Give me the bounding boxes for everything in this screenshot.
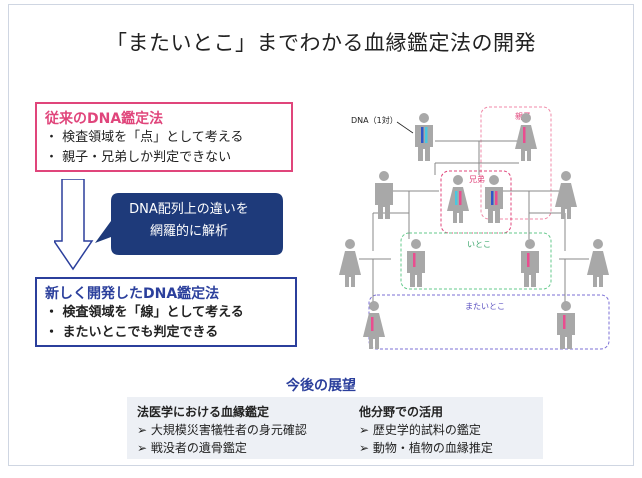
cousins-group	[400, 232, 552, 290]
future-heading: 今後の展望	[286, 378, 356, 394]
callout-bubble	[95, 193, 283, 255]
forensic-item: ➢ 大規模災害犠牲者の身元確認	[137, 423, 307, 437]
person-icon	[521, 239, 539, 287]
new-method-heading: 新しく開発したDNA鑑定法	[45, 286, 220, 302]
new-method-box: 新しく開発したDNA鑑定法 ・ 検査領域を「線」として考える ・ またいとこでも…	[35, 277, 297, 347]
parent-child-group	[480, 106, 552, 220]
dna-pointer	[396, 121, 414, 134]
other-fields-heading: 他分野での活用	[359, 405, 444, 419]
person-icon	[555, 171, 577, 219]
other-fields-item: ➢ 歴史学的試料の鑑定	[359, 423, 481, 437]
person-icon	[447, 175, 469, 223]
person-icon	[415, 113, 433, 161]
down-arrow-icon	[54, 179, 94, 271]
other-fields-column: 他分野での活用 ➢ 歴史学的試料の鑑定 ➢ 動物・植物の血縁推定	[359, 403, 493, 457]
person-icon	[515, 113, 537, 161]
dna-label: DNA（1対）	[351, 115, 398, 125]
person-icon	[375, 171, 393, 219]
forensic-item: ➢ 戦没者の遺骨鑑定	[137, 441, 247, 455]
new-method-item: ・ 検査領域を「線」として考える	[45, 305, 244, 320]
old-method-box: 従来のDNA鑑定法 ・ 検査領域を「点」として考える ・ 親子・兄弟しか判定でき…	[35, 102, 293, 172]
forensic-column: 法医学における血縁鑑定 ➢ 大規模災害犠牲者の身元確認 ➢ 戦没者の遺骨鑑定	[137, 403, 307, 457]
cousins-label: いとこ	[467, 240, 491, 249]
person-icon	[407, 239, 425, 287]
tree-lines	[359, 140, 589, 311]
page-title: 「またいとこ」までわかる血縁鑑定法の開発	[106, 31, 536, 55]
person-icon	[363, 301, 385, 349]
slide: 「またいとこ」までわかる血縁鑑定法の開発 従来のDNA鑑定法 ・ 検査領域を「点…	[8, 4, 634, 466]
new-method-item: ・ またいとこでも判定できる	[45, 325, 219, 340]
person-icon	[485, 175, 503, 223]
old-method-heading: 従来のDNA鑑定法	[45, 111, 164, 127]
other-fields-item: ➢ 動物・植物の血縁推定	[359, 441, 493, 455]
forensic-heading: 法医学における血縁鑑定	[137, 405, 270, 419]
old-method-item: ・ 検査領域を「点」として考える	[45, 130, 244, 145]
person-icon	[557, 301, 575, 349]
second-cousins-label: またいとこ	[465, 302, 505, 311]
family-tree-diagram: DNA（1対） 親子 兄弟 いとこ またいとこ	[339, 106, 610, 350]
callout-text: DNA配列上の違いを 網羅的に解析	[129, 202, 249, 239]
siblings-label: 兄弟	[469, 174, 485, 184]
person-icon	[339, 239, 361, 287]
old-method-item: ・ 親子・兄弟しか判定できない	[45, 150, 232, 165]
future-panel: 法医学における血縁鑑定 ➢ 大規模災害犠牲者の身元確認 ➢ 戦没者の遺骨鑑定 他…	[127, 397, 543, 459]
person-icon	[587, 239, 609, 287]
